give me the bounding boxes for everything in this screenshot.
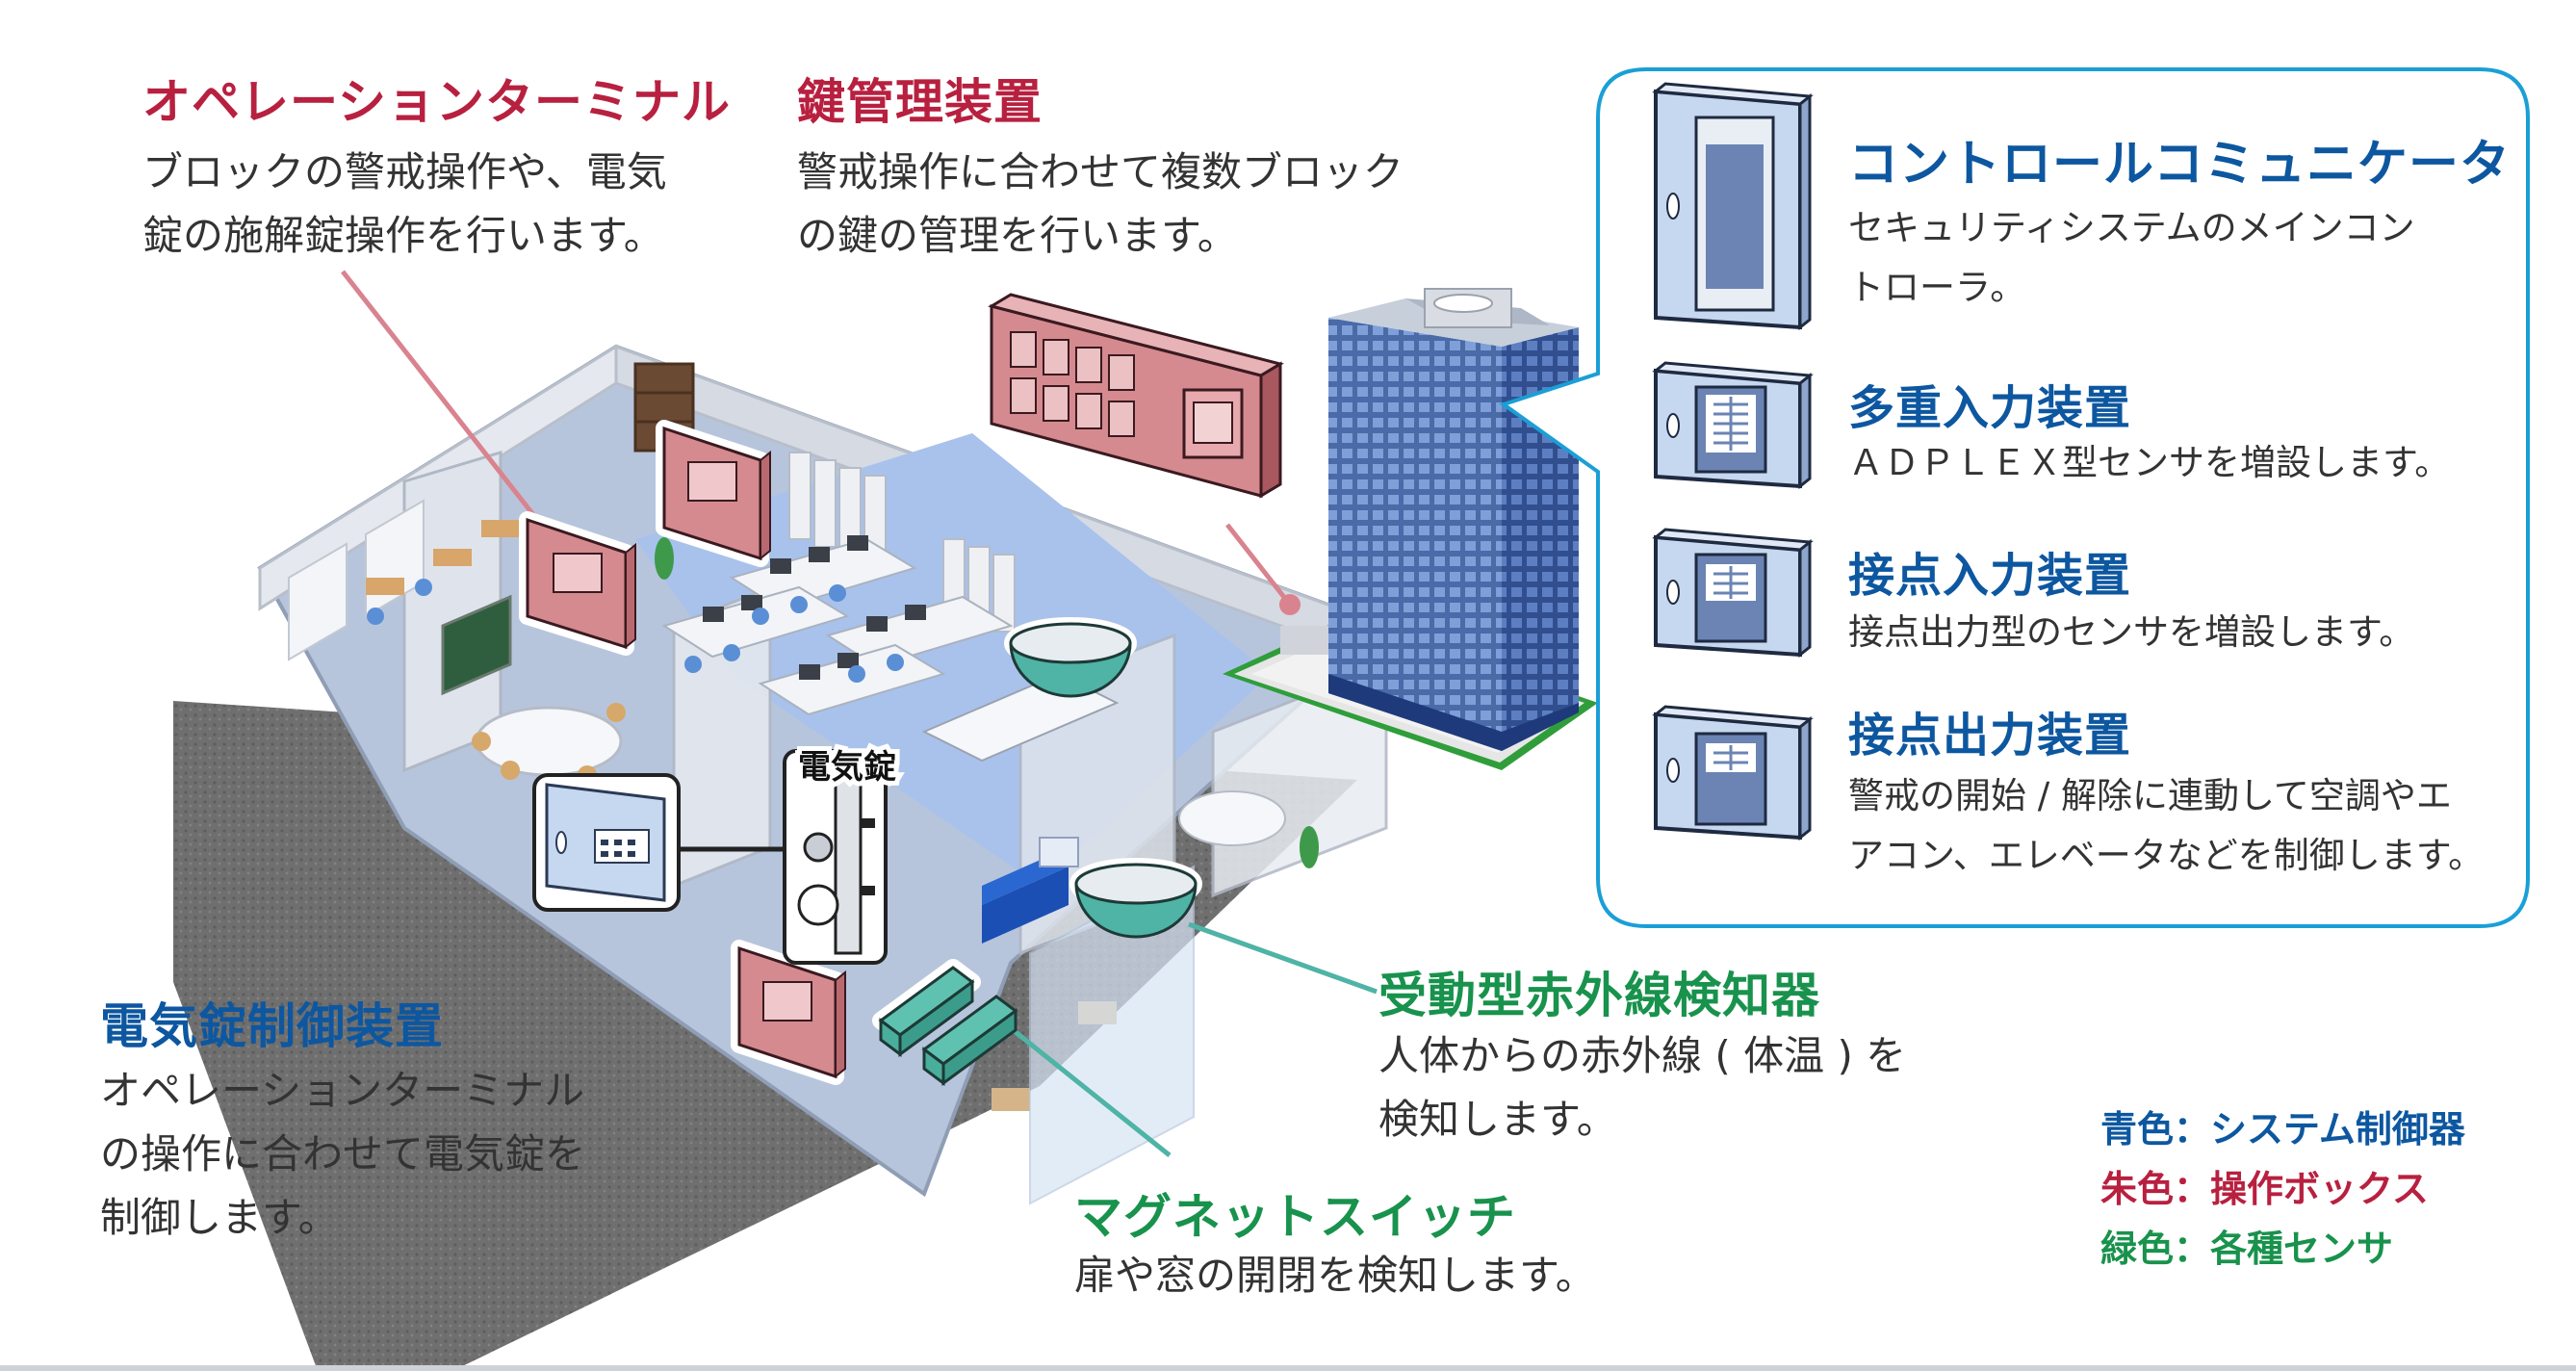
control-communicator-desc-line: セキュリティシステムのメインコン xyxy=(1848,207,2415,248)
contact-input-device[interactable] xyxy=(1652,528,1814,659)
magnet-switch-title: マグネットスイッチ xyxy=(1074,1189,1516,1245)
electric-lock-controller-desc: オペレーションターミナル の操作に合わせて電気錠を 制御します。 xyxy=(100,1059,585,1250)
operation-terminal-desc-line: 錠の施解錠操作を行います。 xyxy=(142,212,664,259)
contact-output-title: 接点出力装置 xyxy=(1848,709,2132,763)
electric-lock-controller-desc-line: 制御します。 xyxy=(100,1194,339,1241)
leader-key-manager xyxy=(1225,523,1292,607)
magnet-switch-desc: 扉や窓の開閉を検知します。 xyxy=(1074,1252,1596,1299)
leader-lines xyxy=(341,270,1378,1157)
multiplex-input-device[interactable] xyxy=(1652,361,1814,490)
contact-input-title: 接点入力装置 xyxy=(1848,549,2132,603)
office-building xyxy=(1223,288,1598,770)
operation-terminal-bottom[interactable] xyxy=(731,940,846,1085)
contact-output-desc-line: 警戒の開始 / 解除に連動して空調やエ xyxy=(1848,775,2452,816)
electric-lock-controller-desc-line: オペレーションターミナル xyxy=(100,1067,585,1114)
passive-infrared-desc-line: 人体からの赤外線 ( 体温 ) を xyxy=(1378,1032,1907,1079)
bottom-rule xyxy=(0,1365,2576,1371)
color-legend: 青色：システム制御器 朱色：操作ボックス 緑色：各種センサ xyxy=(2100,1099,2465,1279)
operation-terminal-desc: ブロックの警戒操作や、電気 錠の施解錠操作を行います。 xyxy=(142,141,667,268)
control-communicator-desc-line: トローラ。 xyxy=(1848,267,2026,308)
leader-passive-infrared xyxy=(1188,921,1378,995)
control-communicator-device[interactable] xyxy=(1652,82,1814,331)
electric-lock-controller-desc-line: の操作に合わせて電気錠を xyxy=(100,1130,586,1177)
leader-magnet-switch xyxy=(999,1019,1172,1157)
contact-output-desc: 警戒の開始 / 解除に連動して空調やエ アコン、エレベータなどを制御します。 xyxy=(1848,766,2484,886)
operation-terminal-middle[interactable] xyxy=(519,511,636,656)
electric-lock-controller-device[interactable] xyxy=(532,773,681,912)
control-communicator-title: コントロールコミュニケータ xyxy=(1848,136,2511,194)
operation-terminal-top[interactable] xyxy=(656,420,771,567)
control-communicator-desc: セキュリティシステムのメインコン トローラ。 xyxy=(1848,198,2415,318)
operation-terminal-title: オペレーションターミナル xyxy=(142,74,731,130)
contact-output-desc-line: アコン、エレベータなどを制御します。 xyxy=(1848,835,2485,876)
magnet-switch-device[interactable] xyxy=(872,959,1018,1086)
key-manager-panel[interactable] xyxy=(988,293,1284,499)
legend-green: 緑色：各種センサ xyxy=(2100,1228,2394,1270)
pir-sensor-2[interactable] xyxy=(1069,858,1202,939)
electric-lock-controller-title: 電気錠制御装置 xyxy=(100,998,444,1054)
passive-infrared-desc-line: 検知します。 xyxy=(1378,1096,1617,1143)
operation-terminal-desc-line: ブロックの警戒操作や、電気 xyxy=(142,148,667,195)
multiplex-input-title: 多重入力装置 xyxy=(1848,381,2132,435)
contact-input-desc: 接点出力型のセンサを増設します。 xyxy=(1848,611,2415,653)
electric-lock-label: 電気錠 xyxy=(798,748,896,787)
key-manager-desc-line: の鍵の管理を行います。 xyxy=(797,212,1238,259)
electric-lock-device[interactable] xyxy=(783,749,888,965)
passive-infrared-desc: 人体からの赤外線 ( 体温 ) を 検知します。 xyxy=(1378,1024,1906,1151)
leader-operation-terminal xyxy=(341,270,551,536)
passive-infrared-title: 受動型赤外線検知器 xyxy=(1378,968,1820,1023)
multiplex-input-desc: ＡＤＰＬＥＸ型センサを増設します。 xyxy=(1848,442,2451,483)
key-manager-desc-line: 警戒操作に合わせて複数ブロック xyxy=(797,148,1404,195)
legend-red: 朱色：操作ボックス xyxy=(2100,1168,2429,1210)
legend-blue: 青色：システム制御器 xyxy=(2100,1108,2465,1151)
building-front xyxy=(1328,318,1502,751)
system-controller-panel xyxy=(1499,67,2530,928)
key-manager-title: 鍵管理装置 xyxy=(797,74,1043,130)
key-manager-desc: 警戒操作に合わせて複数ブロック の鍵の管理を行います。 xyxy=(797,141,1404,268)
pir-sensor-1[interactable] xyxy=(1004,617,1137,698)
contact-output-device[interactable] xyxy=(1652,705,1814,841)
